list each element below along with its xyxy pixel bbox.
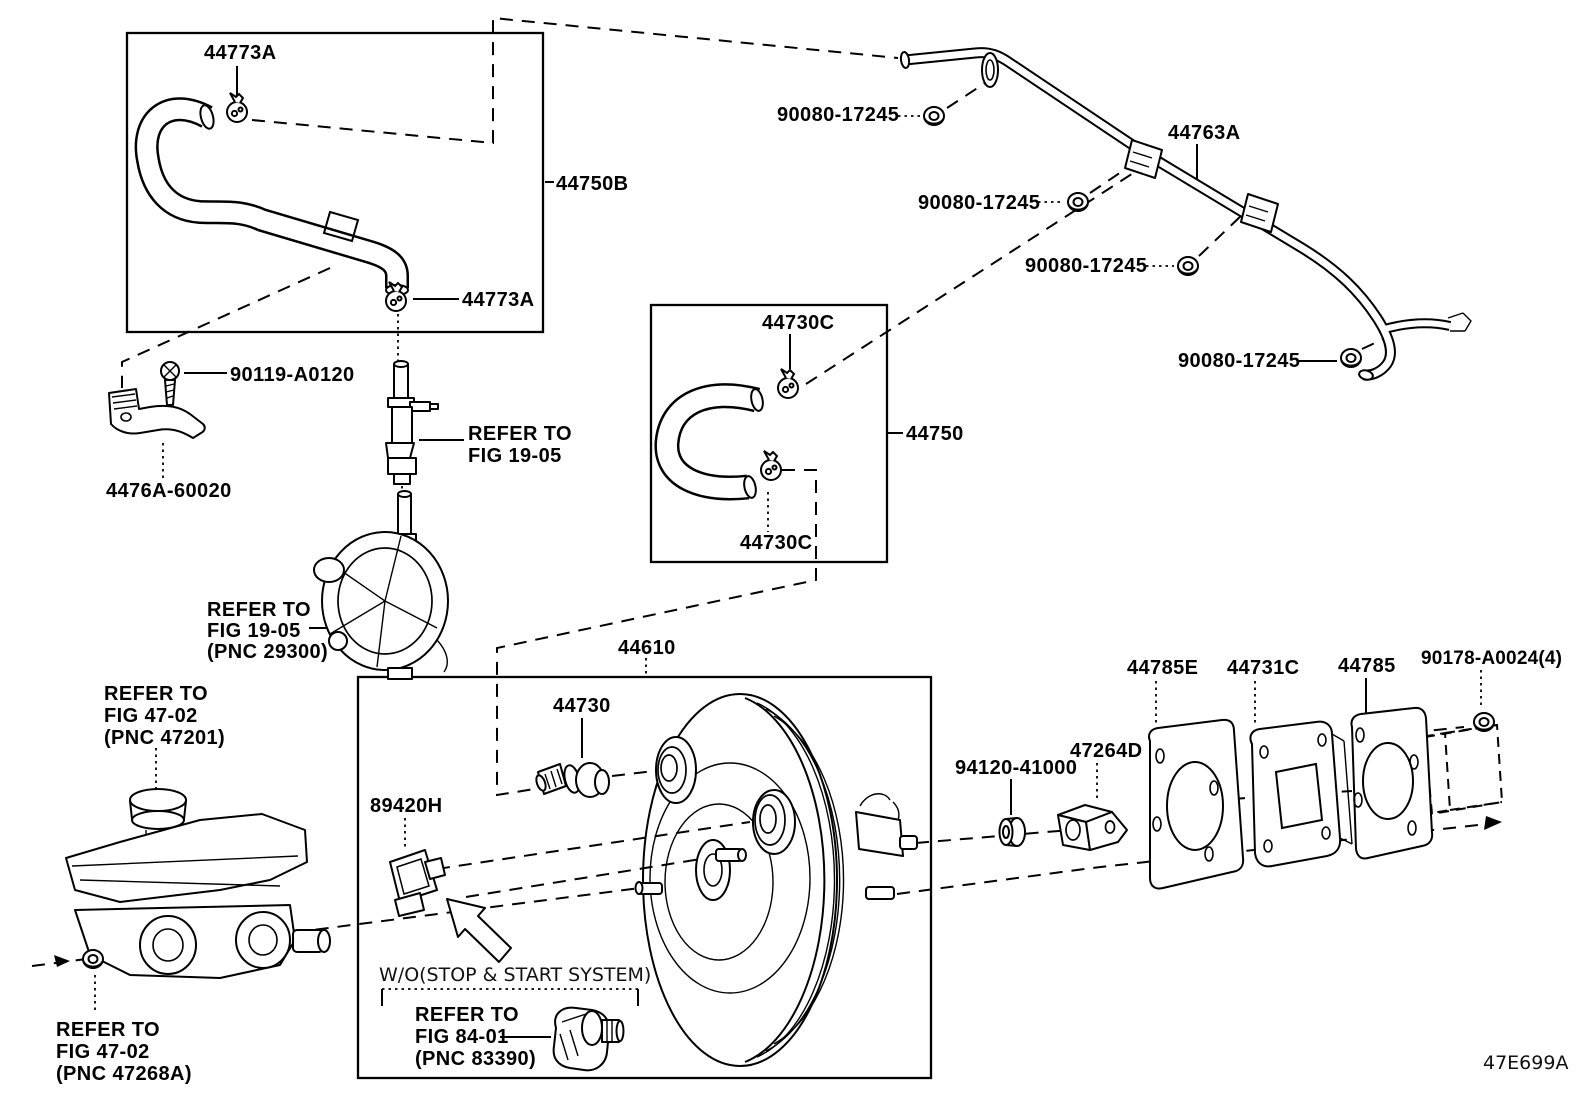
label-44750: 44750	[906, 423, 964, 445]
nut-master-cylinder	[82, 949, 104, 969]
pointer-arrow	[446, 898, 512, 963]
vacuum-valve-fig19-05	[385, 360, 439, 485]
booster-stud-1	[899, 835, 918, 850]
detail-box-hose-44750	[649, 303, 889, 564]
label-90119-a0120: 90119-A0120	[230, 364, 355, 386]
vacuum-pump-pnc29300	[313, 490, 449, 680]
label-44730c-top: 44730C	[762, 312, 834, 334]
label-90080-17245-1: 90080-17245	[777, 104, 899, 126]
nut-90080-17245-2	[1067, 192, 1089, 212]
tube-branch-fork	[1447, 312, 1472, 332]
label-94120-41000: 94120-41000	[955, 757, 1077, 779]
booster-port-check-valve	[655, 736, 697, 804]
nut-90080-17245-4	[1340, 348, 1362, 368]
screw-90119-a0120	[160, 361, 180, 406]
label-90178-a0024: 90178-A0024(4)	[1421, 648, 1562, 669]
clamp-44773a-top	[226, 92, 248, 123]
label-44730: 44730	[553, 695, 611, 717]
tube-open-end-left	[899, 51, 911, 69]
reservoir-cap	[129, 788, 187, 812]
nut-90080-17245-3	[1177, 256, 1199, 276]
label-89420h: 89420H	[370, 795, 442, 817]
nut-90178-a0024	[1473, 712, 1495, 732]
label-44773a-top: 44773A	[204, 42, 276, 64]
vacuum-tube-44763a	[899, 47, 1472, 381]
grommet-94120-41000	[998, 817, 1026, 847]
label-47264d: 47264D	[1070, 740, 1142, 762]
label-diagram-code: 47E699A	[1483, 1052, 1568, 1074]
tube-bracket-2	[1240, 193, 1279, 233]
brake-booster	[634, 693, 918, 1067]
label-44730c-bottom: 44730C	[740, 532, 812, 554]
clamp-44730c-top	[777, 368, 799, 399]
nut-90080-17245-1	[923, 106, 945, 126]
detail-box-hose-44750b	[125, 31, 545, 334]
label-44731c: 44731C	[1227, 657, 1299, 679]
centerline-arrow-left	[54, 955, 70, 967]
label-44773a-bottom: 44773A	[462, 289, 534, 311]
label-44750b: 44750B	[556, 173, 628, 195]
label-44785: 44785	[1338, 655, 1396, 677]
booster-mount-plate	[855, 811, 904, 857]
label-44785e: 44785E	[1127, 657, 1198, 679]
label-44610: 44610	[618, 637, 676, 659]
check-valve-44730	[535, 762, 610, 798]
vacuum-sensor-89420h	[389, 849, 446, 917]
bracket-4476a-60020	[108, 388, 206, 439]
booster-stud-2	[865, 886, 895, 900]
leader-lines	[94, 66, 1482, 1038]
label-90080-17245-4: 90080-17245	[1178, 350, 1300, 372]
reservoir	[65, 813, 308, 903]
tube-open-end-right	[1358, 369, 1374, 381]
label-wo-note: W/O(STOP & START SYSTEM)	[379, 964, 651, 986]
hose-sleeve	[322, 210, 360, 243]
vacuum-hose-44750	[654, 383, 764, 501]
gasket-44785e	[1148, 718, 1245, 890]
label-44763a: 44763A	[1168, 122, 1240, 144]
label-90080-17245-3: 90080-17245	[1025, 255, 1147, 277]
detail-box-booster-44610	[356, 675, 933, 1080]
booster-port-sensor	[752, 789, 796, 855]
label-4476a-60020: 4476A-60020	[106, 480, 232, 502]
clamp-44730c-bottom	[760, 450, 782, 481]
master-cylinder	[65, 788, 331, 979]
spacer-44731c	[1249, 720, 1353, 868]
clamp-47264d	[1057, 804, 1128, 851]
label-90080-17245-2: 90080-17245	[918, 192, 1040, 214]
vacuum-hose-44750b	[134, 97, 409, 296]
centerline-arrow-right	[1484, 816, 1502, 830]
gasket-44785	[1350, 706, 1434, 860]
tube-bracket-1	[1124, 139, 1163, 179]
switch-pnc83390	[552, 1006, 625, 1072]
tube-bracket-loop	[981, 52, 999, 88]
